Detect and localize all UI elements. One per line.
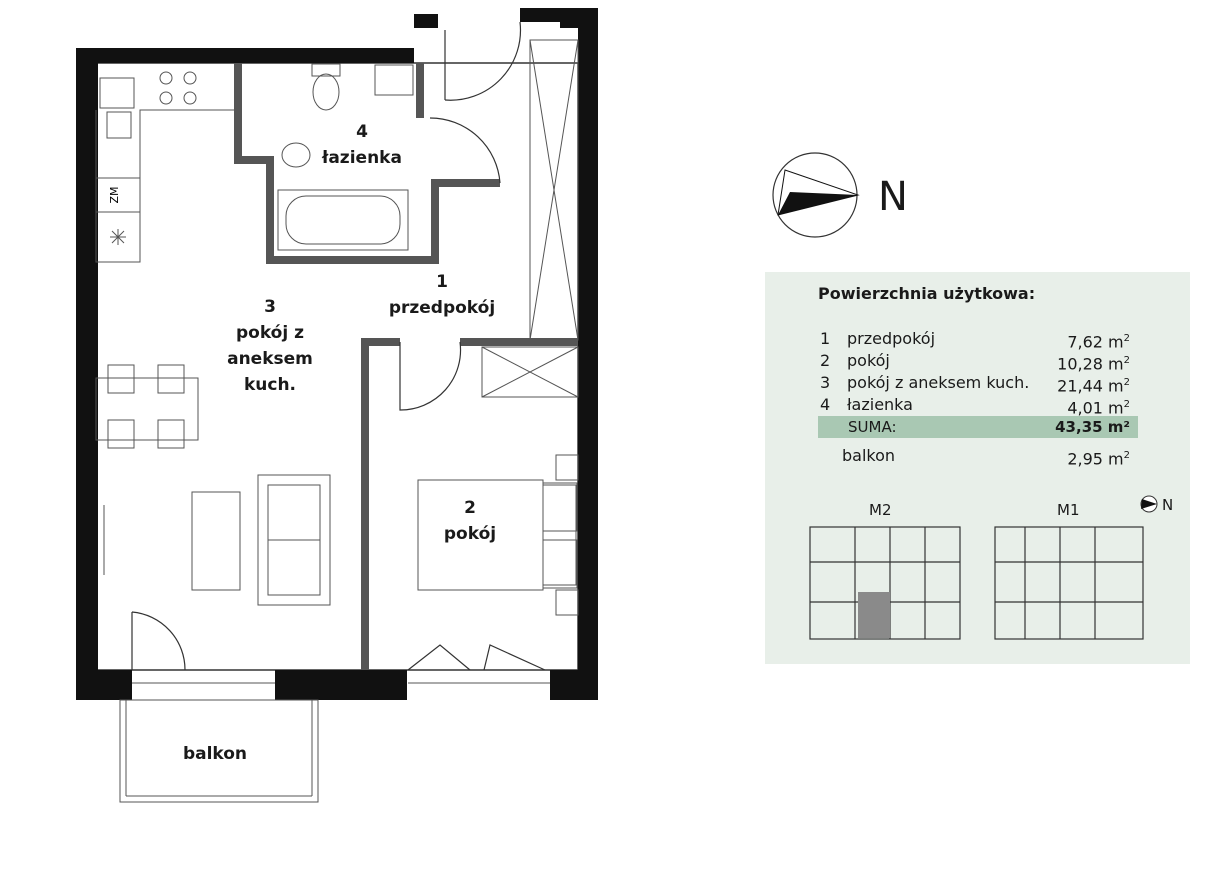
sum-row: SUMA: 43,35 m²	[818, 416, 1138, 438]
area-row: 1 przedpokój 7,62 m2	[820, 328, 1130, 352]
room-number-hall: 1	[436, 272, 448, 292]
balcony-name: balkon	[842, 446, 896, 465]
fridge-mark: ZM	[108, 186, 121, 203]
row-name: łazienka	[847, 395, 913, 414]
row-area: 4,01 m2	[1067, 398, 1130, 418]
row-area: 10,28 m2	[1057, 354, 1130, 374]
bed	[417, 454, 579, 616]
mini-label-m1: M1	[1057, 501, 1080, 519]
room-name-living-3: kuch.	[244, 375, 296, 395]
row-number: 1	[820, 329, 831, 348]
area-row: 2 pokój 10,28 m2	[820, 350, 1130, 374]
bathroom-fixtures	[277, 63, 414, 251]
room-name-living-2: aneksem	[227, 349, 313, 369]
building-mini-plan: M2 M1 N	[809, 495, 1173, 640]
partition-walls	[234, 63, 578, 670]
dining-table	[95, 364, 199, 449]
row-name: pokój	[847, 351, 890, 370]
room-name-room: pokój	[444, 524, 496, 544]
room-name-bath: łazienka	[321, 148, 402, 168]
room-name-living-1: pokój z	[236, 323, 304, 343]
room-number-room: 2	[464, 498, 476, 518]
kitchen-counter	[95, 63, 239, 263]
row-number: 4	[820, 395, 831, 414]
mini-compass-icon	[1140, 495, 1158, 513]
row-area: 7,62 m2	[1067, 332, 1130, 352]
balcony-outline	[119, 682, 550, 803]
balcony-row: balkon 2,95 m2	[820, 445, 1130, 469]
doors	[131, 21, 546, 671]
row-name: pokój z aneksem kuch.	[847, 373, 1030, 392]
area-row: 3 pokój z aneksem kuch. 21,44 m2	[820, 372, 1130, 396]
sofa	[103, 474, 331, 606]
mini-compass-label: N	[1162, 496, 1173, 514]
room-name-hall: przedpokój	[389, 298, 495, 318]
room-name-balcony: balkon	[183, 744, 247, 764]
row-name: przedpokój	[847, 329, 936, 348]
building-m1	[994, 526, 1144, 640]
compass-icon	[772, 152, 860, 238]
row-number: 3	[820, 373, 831, 392]
mini-label-m2: M2	[869, 501, 892, 519]
sum-area: 43,35 m²	[1055, 418, 1130, 436]
room-number-living: 3	[264, 297, 276, 317]
balcony-area: 2,95 m2	[1067, 449, 1130, 469]
row-area: 21,44 m2	[1057, 376, 1130, 396]
compass-label: N	[878, 174, 908, 220]
row-number: 2	[820, 351, 831, 370]
sum-label: SUMA:	[848, 418, 897, 436]
room-number-bath: 4	[356, 122, 368, 142]
wardrobe	[481, 39, 579, 398]
floor-plan: ZM 4 łazienka 1 przedpok	[76, 8, 598, 803]
area-summary-panel: Powierzchnia użytkowa: 1 przedpokój 7,62…	[765, 272, 1190, 664]
selected-unit-marker	[858, 592, 890, 638]
panel-title: Powierzchnia użytkowa:	[818, 284, 1036, 303]
area-row: 4 łazienka 4,01 m2	[820, 394, 1130, 418]
outer-walls	[76, 8, 598, 700]
